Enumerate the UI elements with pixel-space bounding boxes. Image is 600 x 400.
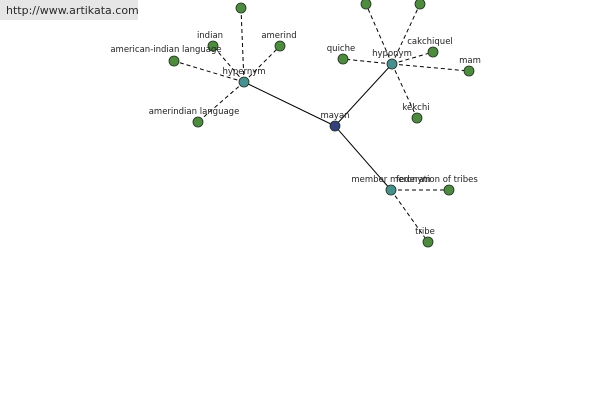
- edge-hyponym-mam: [391, 63, 470, 72]
- edge-mayan-member-meronym: [334, 125, 392, 191]
- label-mayan: mayan: [320, 111, 349, 121]
- node-hyponym-top-left[interactable]: [360, 0, 372, 10]
- node-mayan[interactable]: [329, 120, 341, 132]
- labels-layer: mayan hypernym hyponym member meronym indian…: [110, 31, 481, 237]
- edge-hyponym-quiche: [342, 58, 393, 65]
- node-american-indian-language[interactable]: [168, 55, 180, 67]
- edge-hypernym-american-indian-language: [173, 60, 245, 83]
- label-federation-of-tribes: federation of tribes: [396, 175, 478, 185]
- watermark-banner: http://www.artikata.com: [0, 0, 139, 20]
- node-hypernym[interactable]: [238, 76, 250, 88]
- node-hyponym[interactable]: [386, 58, 398, 70]
- edge-hyponym-cakchiquel: [391, 51, 434, 65]
- edge-mayan-hypernym: [243, 81, 336, 127]
- node-hypernym-top[interactable]: [235, 2, 247, 14]
- edge-hypernym-indian: [212, 45, 245, 83]
- label-amerindian-language: amerindian language: [149, 107, 240, 117]
- edge-hypernym-amerindian-language: [197, 81, 245, 123]
- label-indian: indian: [197, 31, 223, 41]
- nodes-layer: [168, 0, 475, 248]
- node-amerind[interactable]: [274, 40, 286, 52]
- edges-layer: [173, 3, 470, 243]
- label-quiche: quiche: [327, 44, 355, 54]
- node-amerindian-language[interactable]: [192, 116, 204, 128]
- node-federation-of-tribes[interactable]: [443, 184, 455, 196]
- edge-hyponym-kekchi: [391, 63, 418, 119]
- node-member-meronym[interactable]: [385, 184, 397, 196]
- node-mam[interactable]: [463, 65, 475, 77]
- label-mam: mam: [459, 56, 481, 66]
- edge-member-meronym-tribe: [390, 189, 429, 243]
- node-cakchiquel[interactable]: [427, 46, 439, 58]
- watermark-url: http://www.artikata.com: [6, 4, 139, 17]
- edge-hypernym-hypernym-top: [240, 7, 245, 83]
- label-american-indian-language: american-indian language: [110, 45, 221, 55]
- label-hyponym: hyponym: [372, 49, 412, 59]
- edge-hyponym-hyponym-top-left: [365, 3, 393, 65]
- edge-hypernym-amerind: [243, 45, 281, 83]
- label-amerind: amerind: [261, 31, 296, 41]
- node-hyponym-top-right[interactable]: [414, 0, 426, 10]
- label-tribe: tribe: [415, 227, 435, 237]
- label-member-meronym: member meronym: [351, 175, 430, 185]
- node-kekchi[interactable]: [411, 112, 423, 124]
- label-cakchiquel: cakchiquel: [407, 37, 453, 47]
- node-tribe[interactable]: [422, 236, 434, 248]
- label-hypernym: hypernym: [222, 67, 265, 77]
- node-indian[interactable]: [207, 40, 219, 52]
- node-quiche[interactable]: [337, 53, 349, 65]
- label-kekchi: kekchi: [402, 103, 429, 113]
- edge-mayan-hyponym: [334, 63, 393, 127]
